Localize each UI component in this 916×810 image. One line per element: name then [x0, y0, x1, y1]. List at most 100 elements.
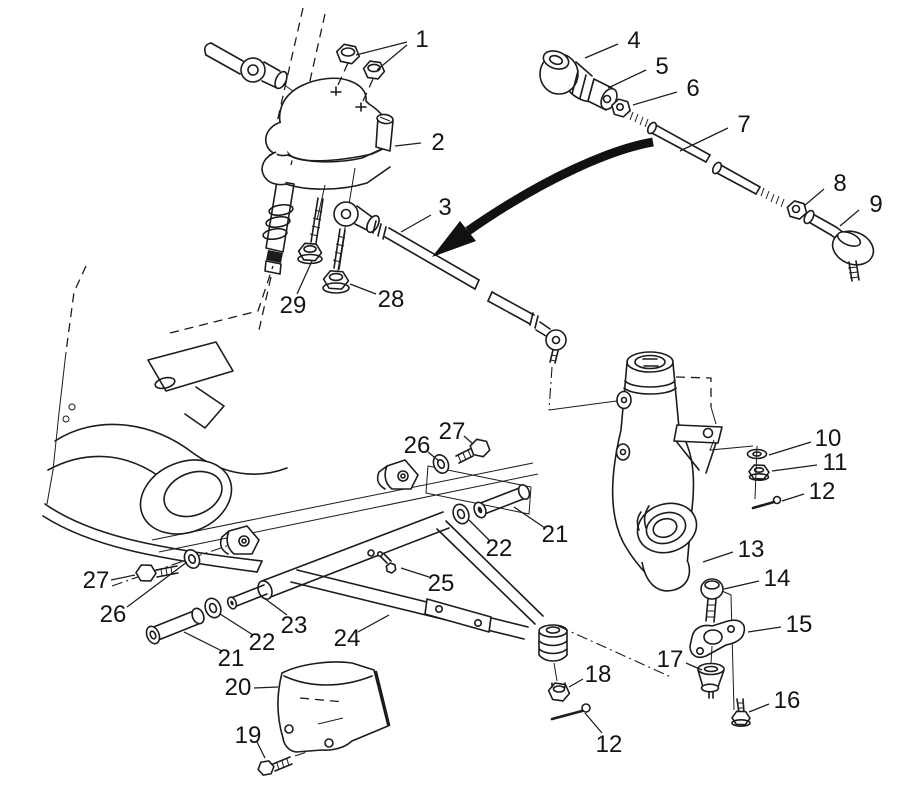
tie-rod-7: [630, 112, 784, 207]
callout-27a: 27: [439, 418, 473, 445]
callout-1: 1: [356, 26, 429, 70]
callout-15: 15: [748, 611, 812, 638]
callout-label: 22: [486, 535, 513, 562]
callout-label: 12: [809, 478, 836, 505]
callout-25: 25: [401, 568, 454, 597]
callout-26a: 26: [404, 432, 439, 461]
jam-nut-8: [784, 198, 810, 222]
callout-label: 25: [428, 570, 455, 597]
callout-label: 13: [738, 536, 765, 563]
callout-label: 6: [686, 75, 699, 102]
pivot-bolt-27a: [456, 437, 493, 463]
callout-label: 26: [404, 432, 431, 459]
pivot-tube-21b: [144, 607, 206, 646]
washer-22b: [201, 595, 225, 621]
direction-arrow: [432, 142, 653, 257]
callout-label: 7: [737, 111, 750, 138]
callout-3: 3: [401, 194, 452, 232]
tie-rod-end-4: [540, 48, 594, 102]
lock-nut-18: [546, 681, 572, 703]
callout-label: 24: [334, 625, 361, 652]
callout-label: 4: [627, 27, 640, 54]
tie-rod-installed: [334, 202, 624, 410]
jam-nut-6: [608, 97, 634, 119]
callout-22b: 22: [220, 614, 275, 656]
callout-18: 18: [569, 661, 611, 688]
callout-label: 2: [431, 129, 444, 156]
pivot-shaft-23: [226, 585, 267, 610]
callout-26b: 26: [100, 562, 187, 628]
bolt-19: [256, 750, 313, 777]
callout-5: 5: [608, 53, 669, 88]
callouts: 1 2 3 4 5 6 7 8: [83, 26, 883, 758]
callout-label: 28: [378, 286, 405, 313]
callout-label: 27: [83, 567, 110, 594]
callout-label: 5: [655, 53, 668, 80]
knuckle-strut: [613, 352, 781, 726]
callout-4: 4: [585, 27, 641, 58]
callout-label: 29: [280, 292, 307, 319]
frame-phantom: [43, 266, 538, 586]
tie-rod-end-9: [802, 209, 878, 281]
callout-label: 15: [786, 611, 813, 638]
callout-9: 9: [840, 191, 883, 226]
callout-20: 20: [225, 674, 278, 701]
callout-label: 11: [823, 449, 848, 476]
callout-24: 24: [334, 615, 389, 652]
callout-10: 10: [769, 425, 841, 455]
shock-plate: [425, 599, 491, 632]
pivot-bolt-27b: [134, 564, 178, 582]
callout-label: 14: [764, 565, 791, 592]
callout-label: 19: [235, 722, 262, 749]
callout-12b: 12: [585, 713, 622, 758]
callout-21a: 21: [514, 507, 568, 548]
callout-17: 17: [657, 646, 702, 673]
callout-label: 3: [438, 194, 451, 221]
ball-joint-17: [698, 664, 724, 699]
grease-fitting-25: [368, 550, 398, 575]
callout-19: 19: [235, 722, 265, 758]
callout-11: 11: [772, 449, 847, 476]
callout-label: 18: [585, 661, 612, 688]
callout-label: 22: [249, 629, 276, 656]
callout-label: 9: [869, 191, 882, 218]
cotter-pin-12a: [753, 497, 781, 509]
callout-label: 10: [815, 425, 842, 452]
callout-2: 2: [395, 129, 445, 156]
callout-label: 1: [415, 26, 428, 53]
callout-label: 17: [657, 646, 684, 673]
callout-13: 13: [703, 536, 764, 563]
callout-27b: 27: [83, 567, 135, 594]
callout-label: 26: [100, 601, 127, 628]
pivot-tube-21a: [472, 483, 532, 519]
knuckle-plate: [674, 425, 722, 443]
callout-28: 28: [350, 284, 404, 313]
callout-14: 14: [724, 565, 790, 592]
a-arm-assembly: [134, 437, 671, 719]
callout-label: 16: [774, 687, 801, 714]
callout-label: 8: [833, 170, 846, 197]
callout-7: 7: [680, 111, 751, 151]
guard-20: [278, 662, 389, 752]
callout-21b: 21: [184, 632, 244, 672]
callout-label: 21: [218, 645, 245, 672]
cotter-pin-12b: [552, 704, 590, 719]
callout-29: 29: [280, 261, 312, 319]
callout-12a: 12: [782, 478, 835, 505]
bolt-28: [321, 229, 351, 293]
callout-label: 12: [596, 731, 623, 758]
bolt-14: [701, 579, 723, 622]
callout-16: 16: [749, 687, 800, 714]
callout-label: 27: [439, 418, 466, 445]
callout-23: 23: [264, 598, 307, 639]
callout-6: 6: [633, 75, 700, 105]
backing-plate-15: [690, 620, 744, 657]
nut-11: [747, 464, 771, 480]
bolt-29: [297, 198, 323, 264]
clamp-nuts: [334, 42, 387, 81]
callout-label: 20: [225, 674, 252, 701]
column-clamp: [262, 63, 393, 276]
a-arm-bushing: [539, 625, 567, 661]
